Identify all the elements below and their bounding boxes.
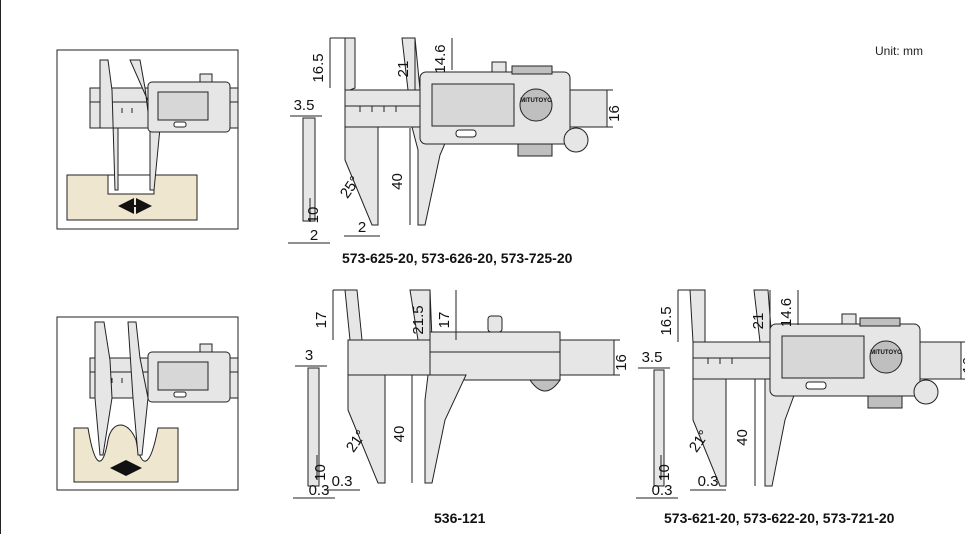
top-dim-thickness: 16 bbox=[606, 105, 623, 122]
top-dim-tip: 14.6 bbox=[432, 44, 449, 73]
bottom-right-dim-width-1: 0.3 bbox=[652, 482, 673, 499]
top-dim-lip: 21 bbox=[395, 61, 412, 78]
bottom-right-dim-width-2: 0.3 bbox=[698, 473, 719, 490]
bottom-left-dim-tip: 17 bbox=[436, 312, 453, 329]
bottom-left-dim-foot: 10 bbox=[312, 464, 329, 481]
bottom-left-dim-width-1: 0.3 bbox=[309, 482, 330, 499]
bottom-left-dim-width-2: 0.3 bbox=[332, 473, 353, 490]
caption-top-models: 573-625-20, 573-626-20, 573-725-20 bbox=[342, 250, 573, 266]
bottom-right-dim-thickness: 16 bbox=[960, 357, 965, 374]
bottom-left-dim-length: 40 bbox=[391, 426, 408, 443]
top-dim-length: 40 bbox=[389, 173, 406, 190]
bottom-right-dim-lip: 21 bbox=[750, 313, 767, 330]
bottom-right-dim-length: 40 bbox=[734, 429, 751, 446]
top-dim-jaw-height: 16.5 bbox=[310, 53, 327, 82]
caliper-bottom-left bbox=[307, 289, 615, 487]
unit-label: Unit: mm bbox=[875, 44, 923, 58]
brand-logo: MITUTOYO bbox=[870, 350, 902, 356]
top-dim-width-2: 2 bbox=[358, 219, 366, 236]
bottom-left-dim-thickness: 16 bbox=[613, 354, 630, 371]
bottom-right-dim-jaw-height: 16.5 bbox=[658, 306, 675, 335]
top-dim-foot: 10 bbox=[305, 207, 322, 224]
caption-bottom-right-models: 573-621-20, 573-622-20, 573-721-20 bbox=[664, 510, 895, 526]
bottom-right-dim-foot: 10 bbox=[656, 464, 673, 481]
caliper-top: MITUTOYO bbox=[302, 37, 608, 226]
caption-bottom-left-model: 536-121 bbox=[434, 510, 486, 526]
brand-logo: MITUTOYO bbox=[520, 98, 552, 104]
bottom-left-dim-blade: 3 bbox=[305, 347, 313, 364]
bottom-left-dim-jaw-height: 17 bbox=[313, 312, 330, 329]
bottom-right-dim-tip: 14.6 bbox=[778, 298, 795, 327]
bottom-right-dim-blade: 3.5 bbox=[642, 349, 663, 366]
top-dim-width-1: 2 bbox=[310, 227, 318, 244]
illustration-curved bbox=[56, 316, 239, 491]
caliper-bottom-right: MITUTOYO bbox=[653, 289, 962, 487]
bottom-left-dim-lip: 21.5 bbox=[410, 305, 427, 334]
illustration-groove bbox=[56, 49, 239, 230]
top-dim-blade: 3.5 bbox=[294, 97, 315, 114]
